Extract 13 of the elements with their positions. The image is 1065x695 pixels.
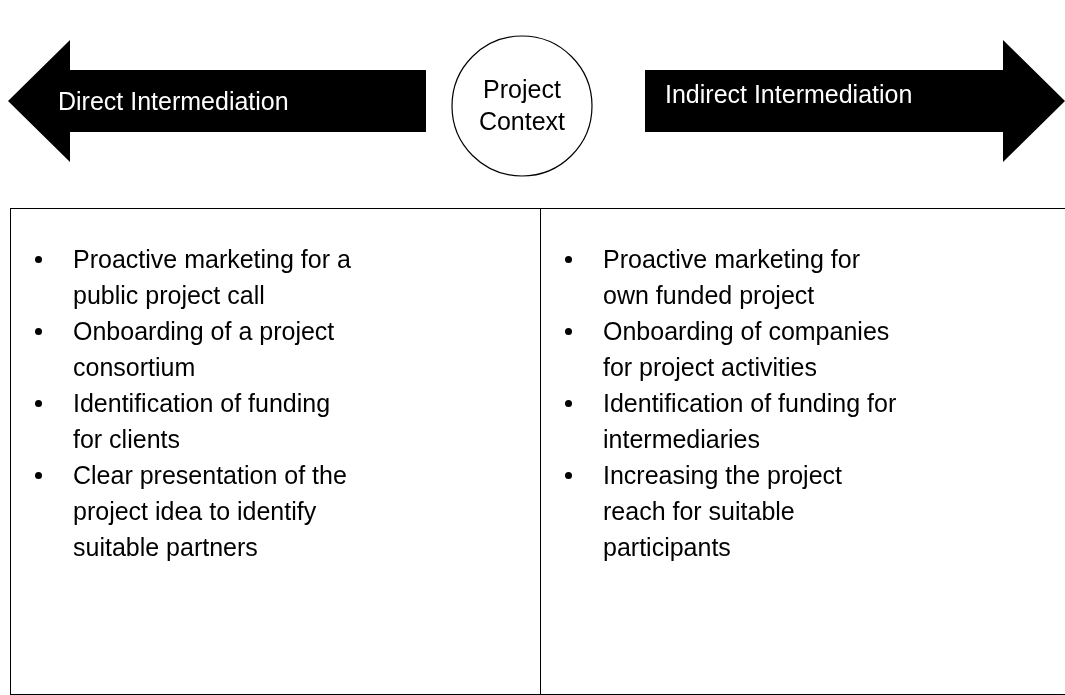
list-item-text: Identification of funding for clients [73, 389, 331, 453]
list-item-text: Onboarding of a project consortium [73, 317, 335, 381]
arrow-label: Indirect Intermediation [665, 79, 913, 110]
list-panel [540, 208, 1065, 695]
list-item-text: Onboarding of companies for project activities [603, 317, 890, 381]
list-item-text: Identification of funding for intermediaries [603, 389, 897, 453]
list-item-text: Proactive marketing for own funded project [603, 245, 861, 309]
list-item-text: Proactive marketing for a public project call [73, 245, 351, 309]
list-item-text: Clear presentation of the project idea to identify suitable partners [73, 461, 347, 561]
arrow-label: Direct Intermediation [58, 86, 289, 117]
circle-label: Project Context [477, 74, 567, 137]
list-panel [10, 208, 541, 695]
list-item-text: Increasing the project reach for suitable participants [603, 461, 843, 561]
